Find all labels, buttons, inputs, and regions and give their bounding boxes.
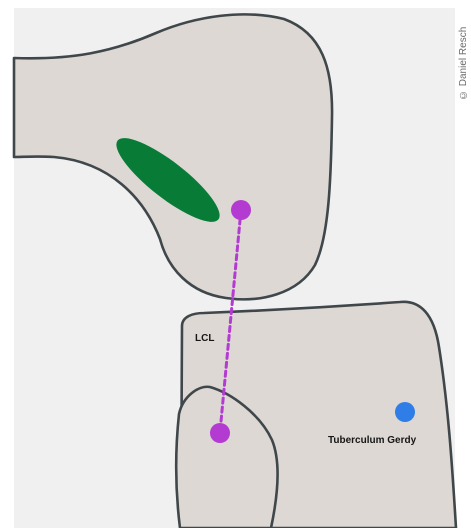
tuberculum-gerdy-label: Tuberculum Gerdy (328, 435, 417, 446)
fibular-lcl-insertion-point (210, 423, 230, 443)
copyright-text: © Daniel Resch (457, 14, 471, 100)
tuberculum-gerdy-point (395, 402, 415, 422)
femoral-lcl-origin-point (231, 200, 251, 220)
lcl-label: LCL (195, 333, 214, 344)
